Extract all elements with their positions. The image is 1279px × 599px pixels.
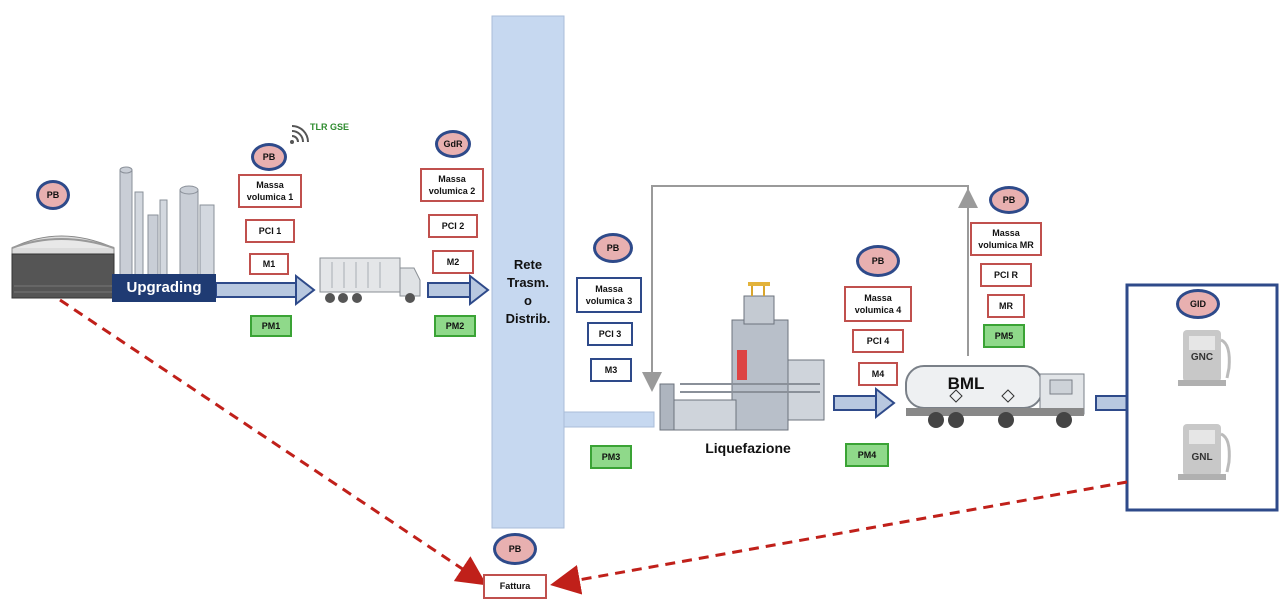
pb-fattura-badge: PB xyxy=(493,533,537,565)
tanker-truck-icon xyxy=(905,365,1085,428)
pci-4-box: PCI 4 xyxy=(852,329,904,353)
rete-column xyxy=(491,15,565,529)
upgrading-label: Upgrading xyxy=(112,274,216,302)
bml-label: BML xyxy=(947,374,985,393)
liquefaction-plant-icon xyxy=(659,282,825,431)
pm5-box: PM5 xyxy=(983,324,1025,348)
fuel-pump-icon xyxy=(1178,424,1231,480)
massa-volumica-4-box: Massa volumica 4 xyxy=(844,286,912,322)
rete-branch xyxy=(563,411,655,428)
tlr-gse-label: TLR GSE xyxy=(310,122,350,132)
m4-box: M4 xyxy=(858,362,898,386)
massa-volumica-mr-box: Massa volumica MR xyxy=(970,222,1042,256)
flow-arrow-4 xyxy=(833,386,896,420)
invoice-arrow-right xyxy=(550,480,1128,595)
pb-mr-badge: PB xyxy=(989,186,1029,214)
pci-1-box: PCI 1 xyxy=(245,219,295,243)
pb-liquefazione-badge: PB xyxy=(856,245,900,277)
wifi-signal-icon xyxy=(290,125,309,144)
fattura-box: Fattura xyxy=(483,574,547,599)
gnl-label: GNL xyxy=(1191,452,1213,463)
pm4-box: PM4 xyxy=(845,443,889,467)
flow-arrow-2 xyxy=(427,273,490,307)
liquefazione-label: Liquefazione xyxy=(705,440,791,456)
pci-3-box: PCI 3 xyxy=(587,322,633,346)
massa-volumica-2-box: Massa volumica 2 xyxy=(420,168,484,202)
pm2-box: PM2 xyxy=(434,315,476,337)
rete-line-1: Rete xyxy=(513,257,543,272)
massa-volumica-3-box: Massa volumica 3 xyxy=(576,277,642,313)
invoice-arrow-left xyxy=(59,298,487,586)
massa-volumica-1-box: Massa volumica 1 xyxy=(238,174,302,208)
m2-box: M2 xyxy=(432,250,474,274)
flow-arrow-1 xyxy=(215,273,316,307)
pci-2-box: PCI 2 xyxy=(428,214,478,238)
truck-icon xyxy=(319,257,421,303)
rete-line-2: Trasm. xyxy=(507,275,549,290)
return-line xyxy=(642,185,969,392)
gid-badge: GID xyxy=(1176,289,1220,319)
pb-plant-badge: PB xyxy=(36,180,70,210)
rete-line-4: Distrib. xyxy=(505,311,551,326)
mr-box: MR xyxy=(987,294,1025,318)
rete-label: Rete Trasm. o Distrib. xyxy=(492,256,564,328)
gnc-label: GNC xyxy=(1190,352,1214,363)
gdr-badge: GdR xyxy=(435,130,471,158)
m1-box: M1 xyxy=(249,253,289,275)
pci-r-box: PCI R xyxy=(980,263,1032,287)
upgrading-plant-icon xyxy=(119,166,215,281)
pb-rete-badge: PB xyxy=(593,233,633,263)
m3-box: M3 xyxy=(590,358,632,382)
rete-line-3: o xyxy=(524,293,532,308)
pm3-box: PM3 xyxy=(590,445,632,469)
pb-upgrading-badge: PB xyxy=(251,143,287,171)
pm1-box: PM1 xyxy=(250,315,292,337)
fuel-pump-icon xyxy=(1178,330,1231,386)
biodigester-icon xyxy=(11,235,115,299)
